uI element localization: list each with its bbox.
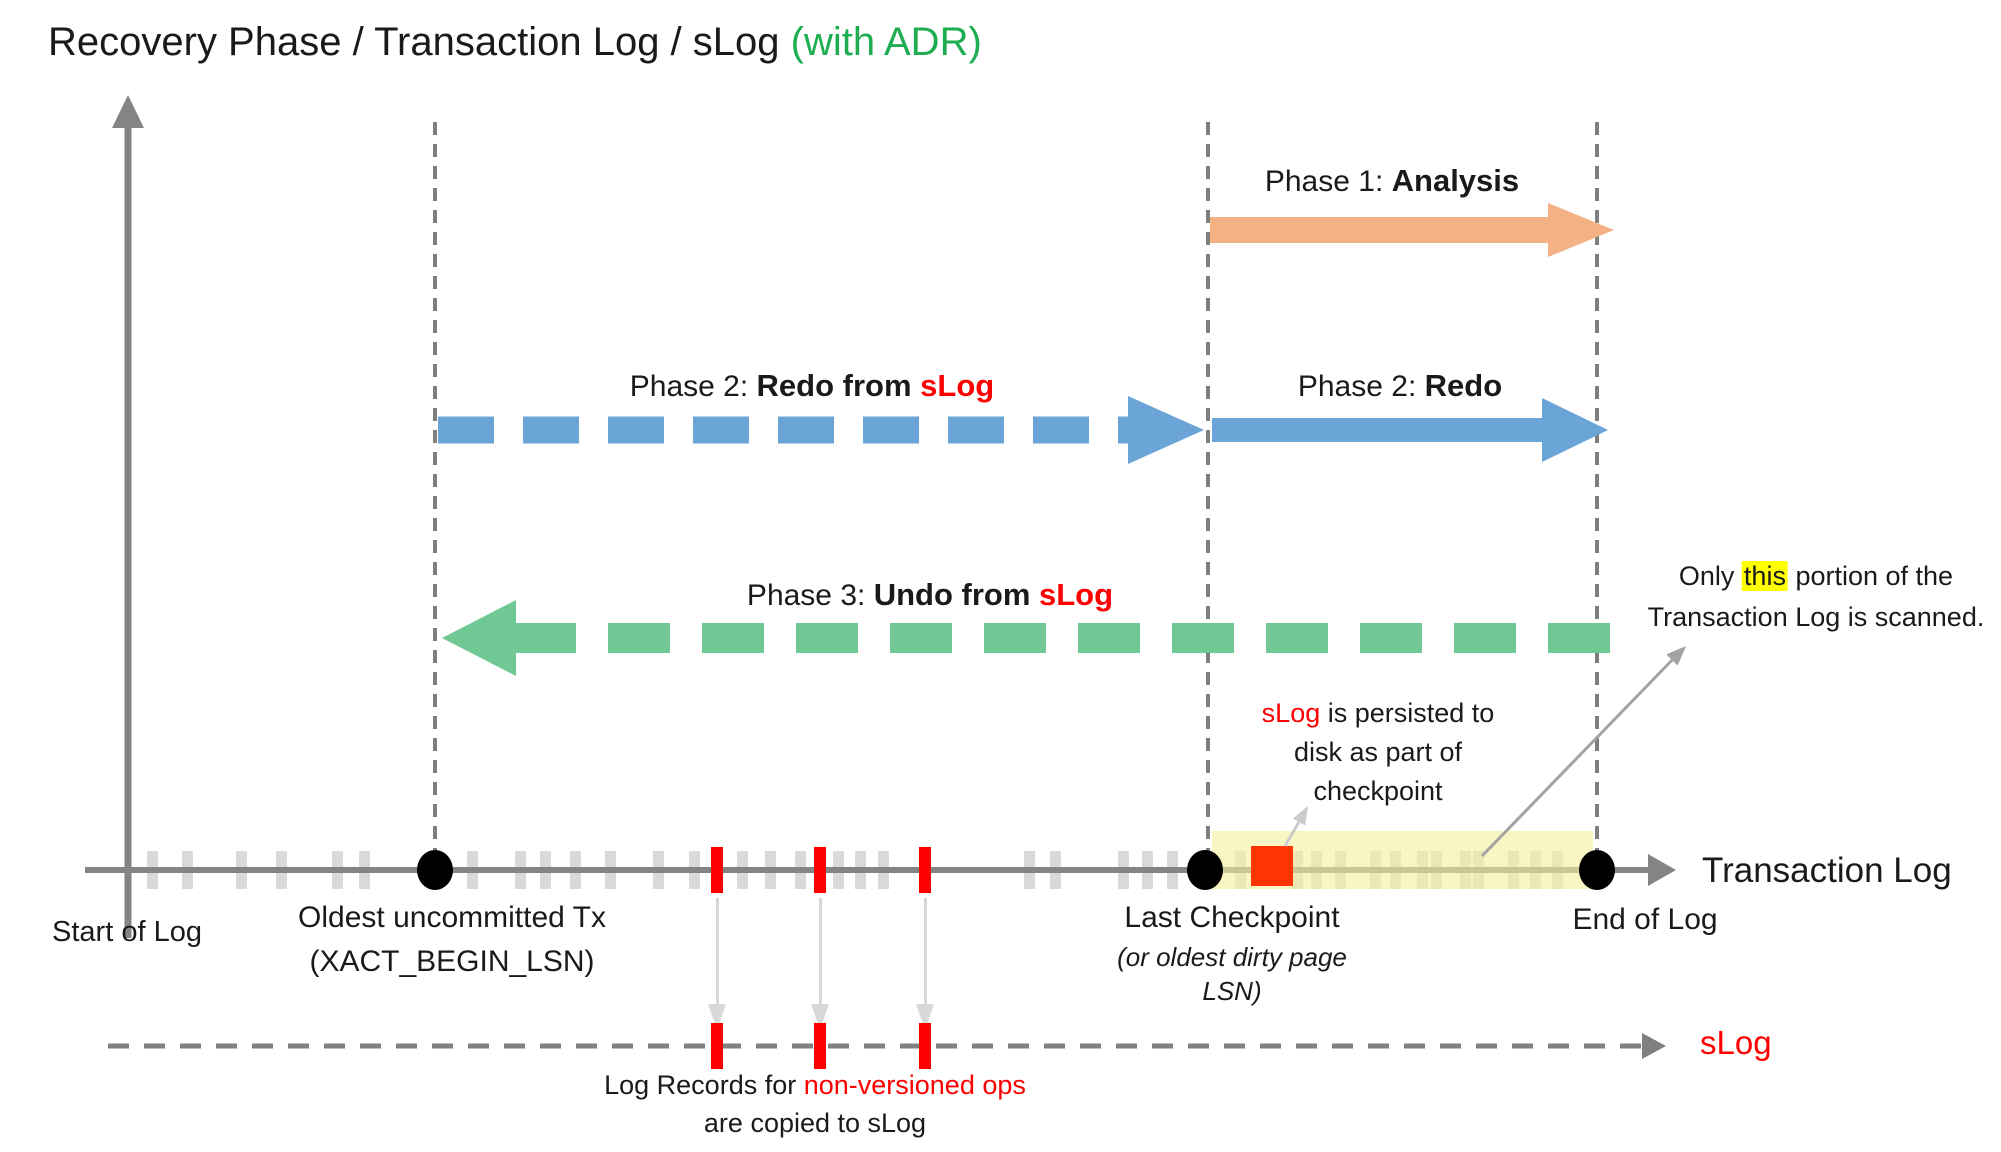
persisted-note-line1: sLog is persisted to xyxy=(1262,694,1495,733)
phase2-slog-accent: sLog xyxy=(920,368,995,403)
copy-to-slog-connector xyxy=(715,898,719,1004)
phase2-label: Phase 2: Redo xyxy=(1298,368,1502,404)
scanned-note: Only this portion of the Transaction Log… xyxy=(1647,556,1985,638)
end-of-log-dot xyxy=(1579,850,1615,890)
log-record-tick xyxy=(358,851,370,889)
phase2-slog-prefix: Phase 2: xyxy=(629,370,757,403)
slog-persisted-checkpoint-square xyxy=(1251,846,1293,886)
log-record-tick xyxy=(832,851,844,889)
log-record-tick xyxy=(688,851,700,889)
phase1-prefix: Phase 1: xyxy=(1264,165,1392,198)
log-record-tick xyxy=(514,851,526,889)
log-record-tick xyxy=(764,851,776,889)
log-record-tick xyxy=(1023,851,1035,889)
transaction-log-arrowhead-icon xyxy=(1648,854,1676,886)
scanned-annotation-arrow xyxy=(1480,654,1678,858)
log-record-tick xyxy=(466,851,478,889)
log-record-tick xyxy=(736,851,748,889)
last-checkpoint-sub: (or oldest dirty page LSN) xyxy=(1117,942,1347,1006)
phase1-analysis-arrowhead-icon xyxy=(1548,203,1614,257)
non-versioned-op-tick xyxy=(711,847,723,893)
phase3-undo-from-slog-arrowhead-icon xyxy=(442,600,516,676)
phase1-analysis-arrow-body xyxy=(1210,217,1548,243)
phase2-redo-arrow-body xyxy=(1212,418,1542,442)
log-record-tick xyxy=(652,851,664,889)
log-record-tick xyxy=(604,851,616,889)
phase2-redo-from-slog-arrowhead-icon xyxy=(1128,396,1204,464)
oldest-tx-line1: Oldest uncommitted Tx xyxy=(298,901,606,934)
phase3-label: Phase 3: Undo from sLog xyxy=(747,577,1113,613)
phase3-prefix: Phase 3: xyxy=(746,579,874,612)
scanned-post: portion of the xyxy=(1787,561,1954,591)
log-record-tick xyxy=(235,851,247,889)
last-checkpoint-label: Last Checkpoint (or oldest dirty page LS… xyxy=(1092,896,1372,1008)
log-record-tick xyxy=(146,851,158,889)
scanned-highlight: this xyxy=(1741,561,1788,591)
last-checkpoint-title: Last Checkpoint xyxy=(1124,901,1340,934)
slog-axis-label: sLog xyxy=(1700,1024,1772,1061)
copy-to-slog-connector xyxy=(818,898,822,1004)
copy-to-slog-connector xyxy=(923,898,927,1004)
slog-record-tick xyxy=(814,1023,826,1069)
log-record-tick xyxy=(1166,851,1178,889)
log-record-tick xyxy=(877,851,889,889)
transaction-log-axis-label: Transaction Log xyxy=(1702,851,1952,890)
last-checkpoint-dot xyxy=(1187,850,1223,890)
scanned-annotation-arrowhead-icon xyxy=(1666,646,1686,666)
scanned-pre: Only xyxy=(1678,561,1742,591)
oldest-uncommitted-tx-label: Oldest uncommitted Tx (XACT_BEGIN_LSN) xyxy=(298,896,606,984)
oldest-uncommitted-tx-dot xyxy=(417,850,453,890)
start-of-log-label: Start of Log xyxy=(52,916,202,948)
copied-note-line1: Log Records for non-versioned ops xyxy=(604,1066,1026,1104)
vertical-axis-arrowhead-icon xyxy=(112,95,144,128)
copied-note: Log Records for non-versioned ops are co… xyxy=(604,1066,1026,1142)
title-text: Recovery Phase / Transaction Log / sLog xyxy=(48,20,791,64)
scanned-note-line1: Only this portion of the xyxy=(1648,556,1985,597)
persisted-note-line2: disk as part of xyxy=(1293,737,1463,767)
scanned-note-line2: Transaction Log is scanned. xyxy=(1647,602,1985,632)
log-record-tick xyxy=(275,851,287,889)
slog-arrowhead-icon xyxy=(1642,1033,1666,1059)
non-versioned-op-tick xyxy=(814,847,826,893)
persisted-note: sLog is persisted to disk as part of che… xyxy=(1262,694,1495,811)
phase2-slog-name: Redo from xyxy=(756,368,921,403)
log-record-tick xyxy=(1141,851,1153,889)
log-record-tick xyxy=(569,851,581,889)
phase2-prefix: Phase 2: xyxy=(1297,370,1425,403)
phase2-name: Redo xyxy=(1424,368,1503,403)
copied-pre: Log Records for xyxy=(604,1070,804,1100)
phase2-redo-arrowhead-icon xyxy=(1542,398,1608,462)
log-record-tick xyxy=(854,851,866,889)
non-versioned-op-tick xyxy=(919,847,931,893)
log-record-tick xyxy=(539,851,551,889)
log-record-tick xyxy=(181,851,193,889)
phase3-name: Undo from xyxy=(873,577,1040,612)
log-record-tick xyxy=(794,851,806,889)
oldest-tx-line2: (XACT_BEGIN_LSN) xyxy=(309,945,595,978)
title-adr-suffix: (with ADR) xyxy=(790,20,982,64)
phase2-slog-label: Phase 2: Redo from sLog xyxy=(630,368,994,404)
copied-note-line2: are copied to sLog xyxy=(703,1108,927,1138)
phase3-accent: sLog xyxy=(1039,577,1114,612)
copied-accent: non-versioned ops xyxy=(803,1070,1026,1100)
log-record-tick xyxy=(1049,851,1061,889)
persisted-note-line3: checkpoint xyxy=(1313,776,1443,806)
slog-record-tick xyxy=(711,1023,723,1069)
end-of-log-label: End of Log xyxy=(1572,903,1718,936)
slog-record-tick xyxy=(919,1023,931,1069)
phase1-label: Phase 1: Analysis xyxy=(1265,163,1519,199)
page-title: Recovery Phase / Transaction Log / sLog … xyxy=(48,20,982,65)
log-record-tick xyxy=(331,851,343,889)
persisted-accent: sLog xyxy=(1261,698,1321,728)
persisted-rest: is persisted to xyxy=(1320,698,1495,728)
phase1-name: Analysis xyxy=(1391,163,1520,198)
log-record-tick xyxy=(1117,851,1129,889)
